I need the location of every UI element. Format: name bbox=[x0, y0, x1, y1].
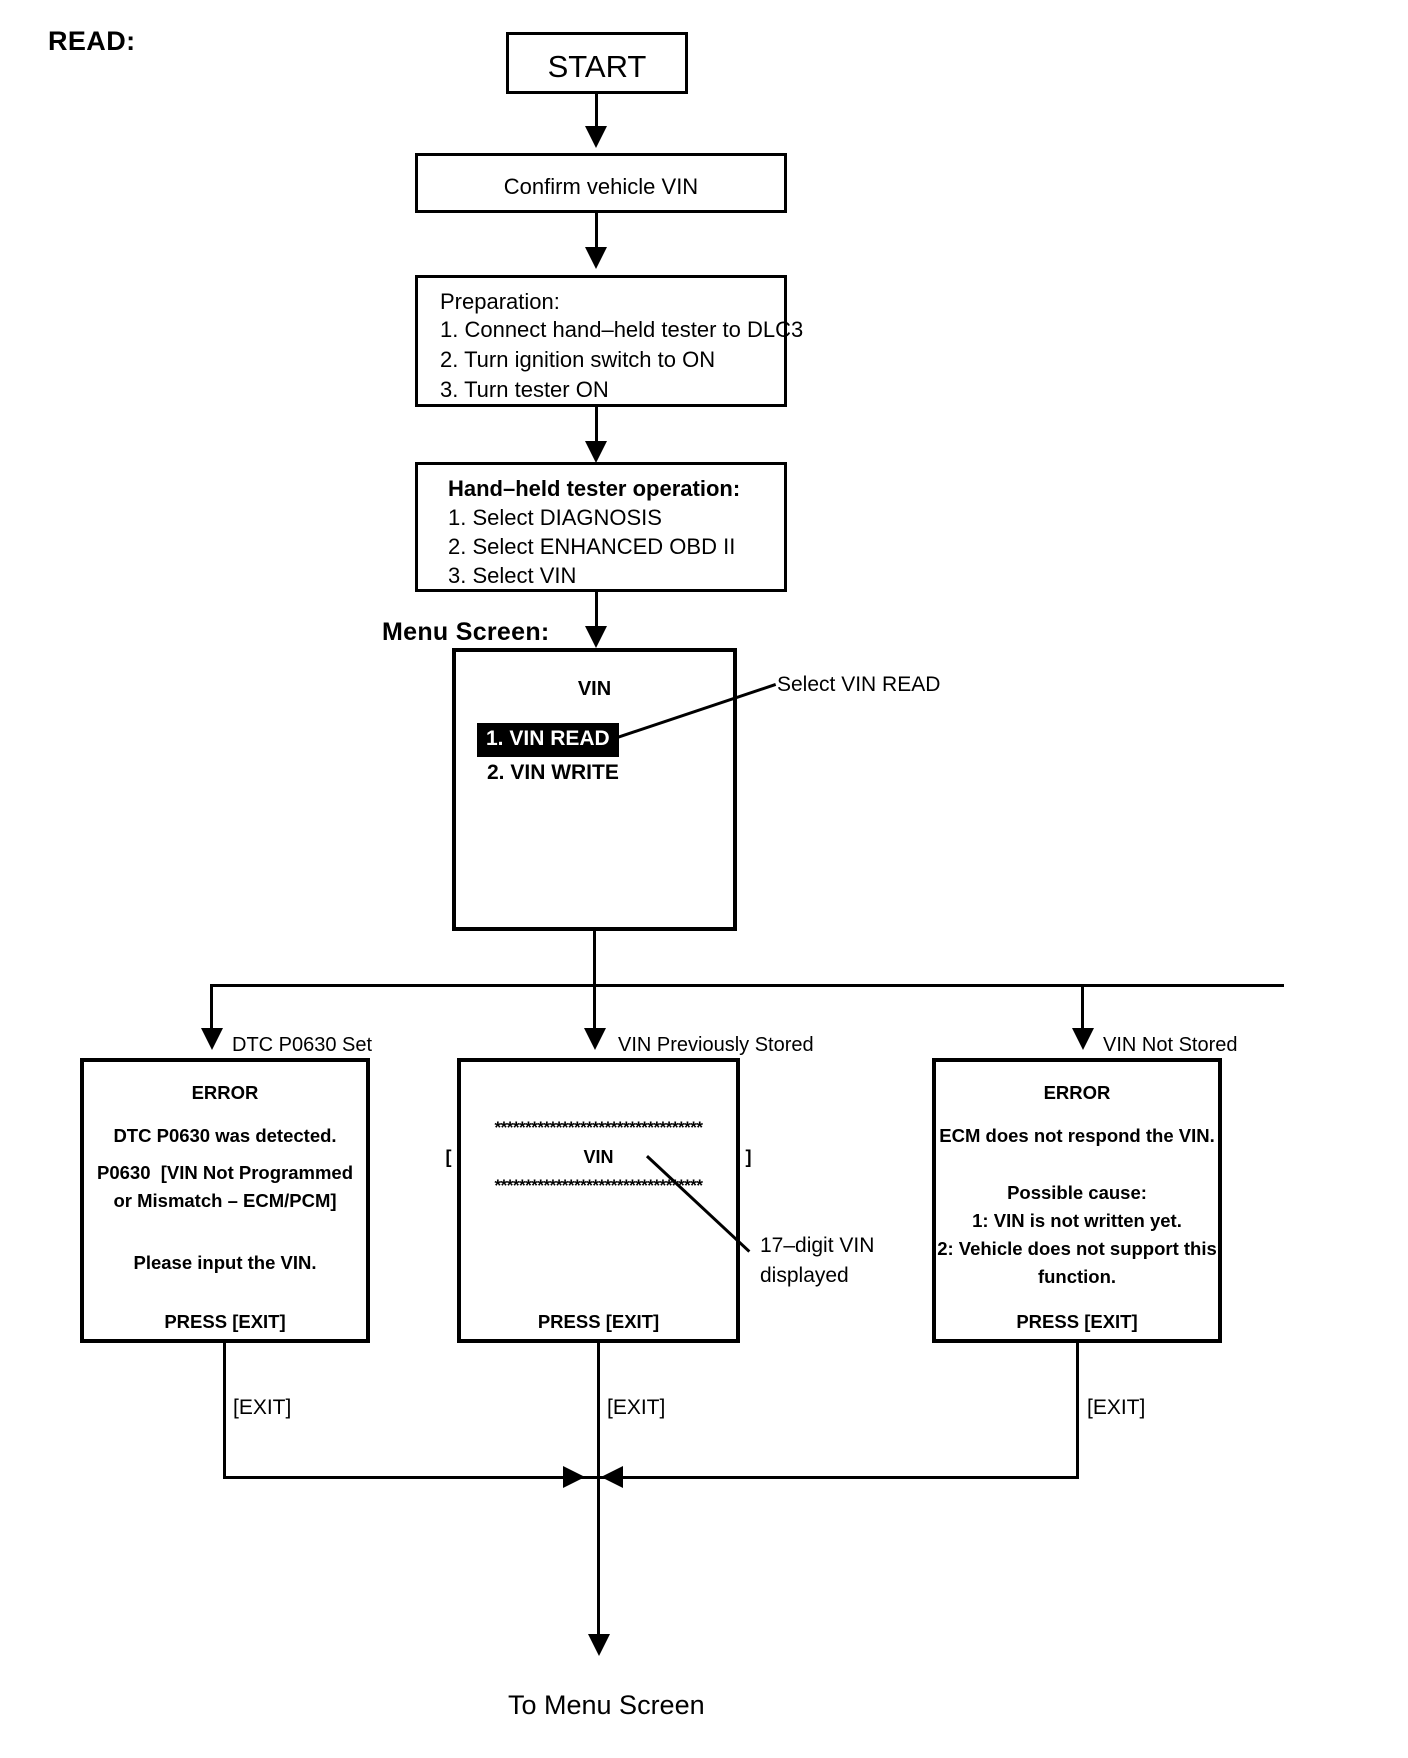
screen-error-nostore: ERROR ECM does not respond the VIN. Poss… bbox=[932, 1058, 1222, 1343]
screen-vin-stars-bottom: ********************************** bbox=[494, 1176, 703, 1195]
branch-label-left: DTC P0630 Set bbox=[232, 1034, 373, 1056]
node-confirm-vin: Confirm vehicle VIN bbox=[415, 153, 787, 213]
tester-operation-title: Hand–held tester operation: bbox=[448, 476, 741, 501]
arrowhead-branch-middle bbox=[584, 1028, 606, 1050]
node-confirm-vin-label: Confirm vehicle VIN bbox=[503, 174, 699, 199]
menu-item-vin-read[interactable]: 1. VIN READ bbox=[477, 723, 619, 757]
screen-error-dtc-line-3: or Mismatch – ECM/PCM] bbox=[113, 1190, 337, 1211]
callout-vin-digits-line-1: 17–digit VIN bbox=[760, 1234, 875, 1257]
node-start: START bbox=[506, 32, 688, 94]
preparation-step-3: 3. Turn tester ON bbox=[440, 377, 609, 402]
connector-menu-to-split bbox=[593, 931, 596, 986]
arrowhead-merge-from-right bbox=[601, 1466, 623, 1488]
page-title: READ: bbox=[48, 26, 136, 56]
screen-error-nostore-line-4: 2: Vehicle does not support this bbox=[937, 1238, 1217, 1259]
exit-label-left: [EXIT] bbox=[233, 1396, 292, 1419]
screen-vin-stars-top: ********************************** bbox=[494, 1118, 703, 1137]
tester-operation-step-2: 2. Select ENHANCED OBD II bbox=[448, 534, 736, 559]
arrowhead-branch-left bbox=[201, 1028, 223, 1050]
callout-vin-digits-line-2: displayed bbox=[760, 1264, 849, 1287]
screen-vin-bracket-left: [ bbox=[445, 1147, 452, 1167]
connector-tester-to-menu bbox=[595, 592, 598, 644]
connector-merge-bus bbox=[223, 1476, 1079, 1479]
screen-error-dtc-title: ERROR bbox=[191, 1082, 259, 1103]
preparation-step-2: 2. Turn ignition switch to ON bbox=[440, 347, 716, 372]
tester-operation-step-3: 3. Select VIN bbox=[448, 563, 577, 588]
screen-error-nostore-title: ERROR bbox=[1043, 1082, 1111, 1103]
connector-split-bus bbox=[210, 984, 1284, 987]
callout-select-vin-read: Select VIN READ bbox=[777, 673, 941, 696]
node-start-label: START bbox=[547, 49, 647, 84]
preparation-title: Preparation: bbox=[440, 289, 560, 314]
connector-confirm-to-preparation bbox=[595, 213, 598, 265]
connector-branch-middle bbox=[593, 984, 596, 1040]
arrowhead-preparation-to-tester bbox=[585, 441, 607, 463]
connector-branch-left bbox=[210, 984, 213, 1040]
screen-error-nostore-line-5: function. bbox=[1037, 1266, 1117, 1287]
arrowhead-branch-right bbox=[1072, 1028, 1094, 1050]
preparation-step-1: 1. Connect hand–held tester to DLC3 bbox=[440, 317, 804, 342]
screen-menu: VIN 1. VIN READ 2. VIN WRITE bbox=[452, 648, 737, 931]
screen-menu-title: VIN bbox=[577, 678, 612, 700]
screen-error-nostore-line-3: 1: VIN is not written yet. bbox=[972, 1210, 1182, 1231]
screen-error-dtc-line-4: Please input the VIN. bbox=[133, 1252, 317, 1273]
screen-error-nostore-footer: PRESS [EXIT] bbox=[1016, 1311, 1138, 1332]
exit-label-right: [EXIT] bbox=[1087, 1396, 1146, 1419]
screen-error-nostore-line-1: ECM does not respond the VIN. bbox=[939, 1125, 1215, 1146]
connector-exit-right bbox=[1076, 1343, 1079, 1476]
screen-error-nostore-line-2: Possible cause: bbox=[1007, 1182, 1147, 1203]
arrowhead-merge-from-left bbox=[563, 1466, 585, 1488]
connector-preparation-to-tester bbox=[595, 407, 598, 459]
branch-label-middle: VIN Previously Stored bbox=[618, 1034, 814, 1056]
screen-error-dtc-line-1: DTC P0630 was detected. bbox=[113, 1125, 337, 1146]
arrowhead-tester-to-menu bbox=[585, 626, 607, 648]
connector-exit-left bbox=[223, 1343, 226, 1476]
footer-label: To Menu Screen bbox=[508, 1690, 705, 1720]
screen-error-dtc-line-2: P0630 [VIN Not Programmed bbox=[97, 1162, 353, 1183]
arrowhead-to-menu-screen bbox=[588, 1634, 610, 1656]
arrowhead-start-to-confirm bbox=[585, 126, 607, 148]
screen-error-dtc-footer: PRESS [EXIT] bbox=[164, 1311, 286, 1332]
connector-exit-middle bbox=[597, 1343, 600, 1476]
connector-branch-right bbox=[1081, 984, 1084, 1040]
node-preparation: Preparation: 1. Connect hand–held tester… bbox=[415, 275, 803, 407]
screen-error-dtc: ERROR DTC P0630 was detected. P0630 [VIN… bbox=[80, 1058, 370, 1343]
branch-label-right: VIN Not Stored bbox=[1103, 1034, 1238, 1056]
node-tester-operation: Hand–held tester operation: 1. Select DI… bbox=[415, 462, 787, 592]
screen-vin-value: VIN bbox=[583, 1147, 614, 1167]
connector-start-to-confirm bbox=[595, 94, 598, 136]
menu-item-vin-write[interactable]: 2. VIN WRITE bbox=[487, 761, 619, 784]
menu-screen-label: Menu Screen: bbox=[382, 618, 550, 646]
tester-operation-step-1: 1. Select DIAGNOSIS bbox=[448, 505, 662, 530]
screen-vin-footer: PRESS [EXIT] bbox=[537, 1311, 660, 1332]
screen-vin-bracket-right: ] bbox=[745, 1147, 752, 1167]
connector-to-menu-screen bbox=[597, 1476, 600, 1651]
exit-label-middle: [EXIT] bbox=[607, 1396, 666, 1419]
arrowhead-confirm-to-preparation bbox=[585, 247, 607, 269]
